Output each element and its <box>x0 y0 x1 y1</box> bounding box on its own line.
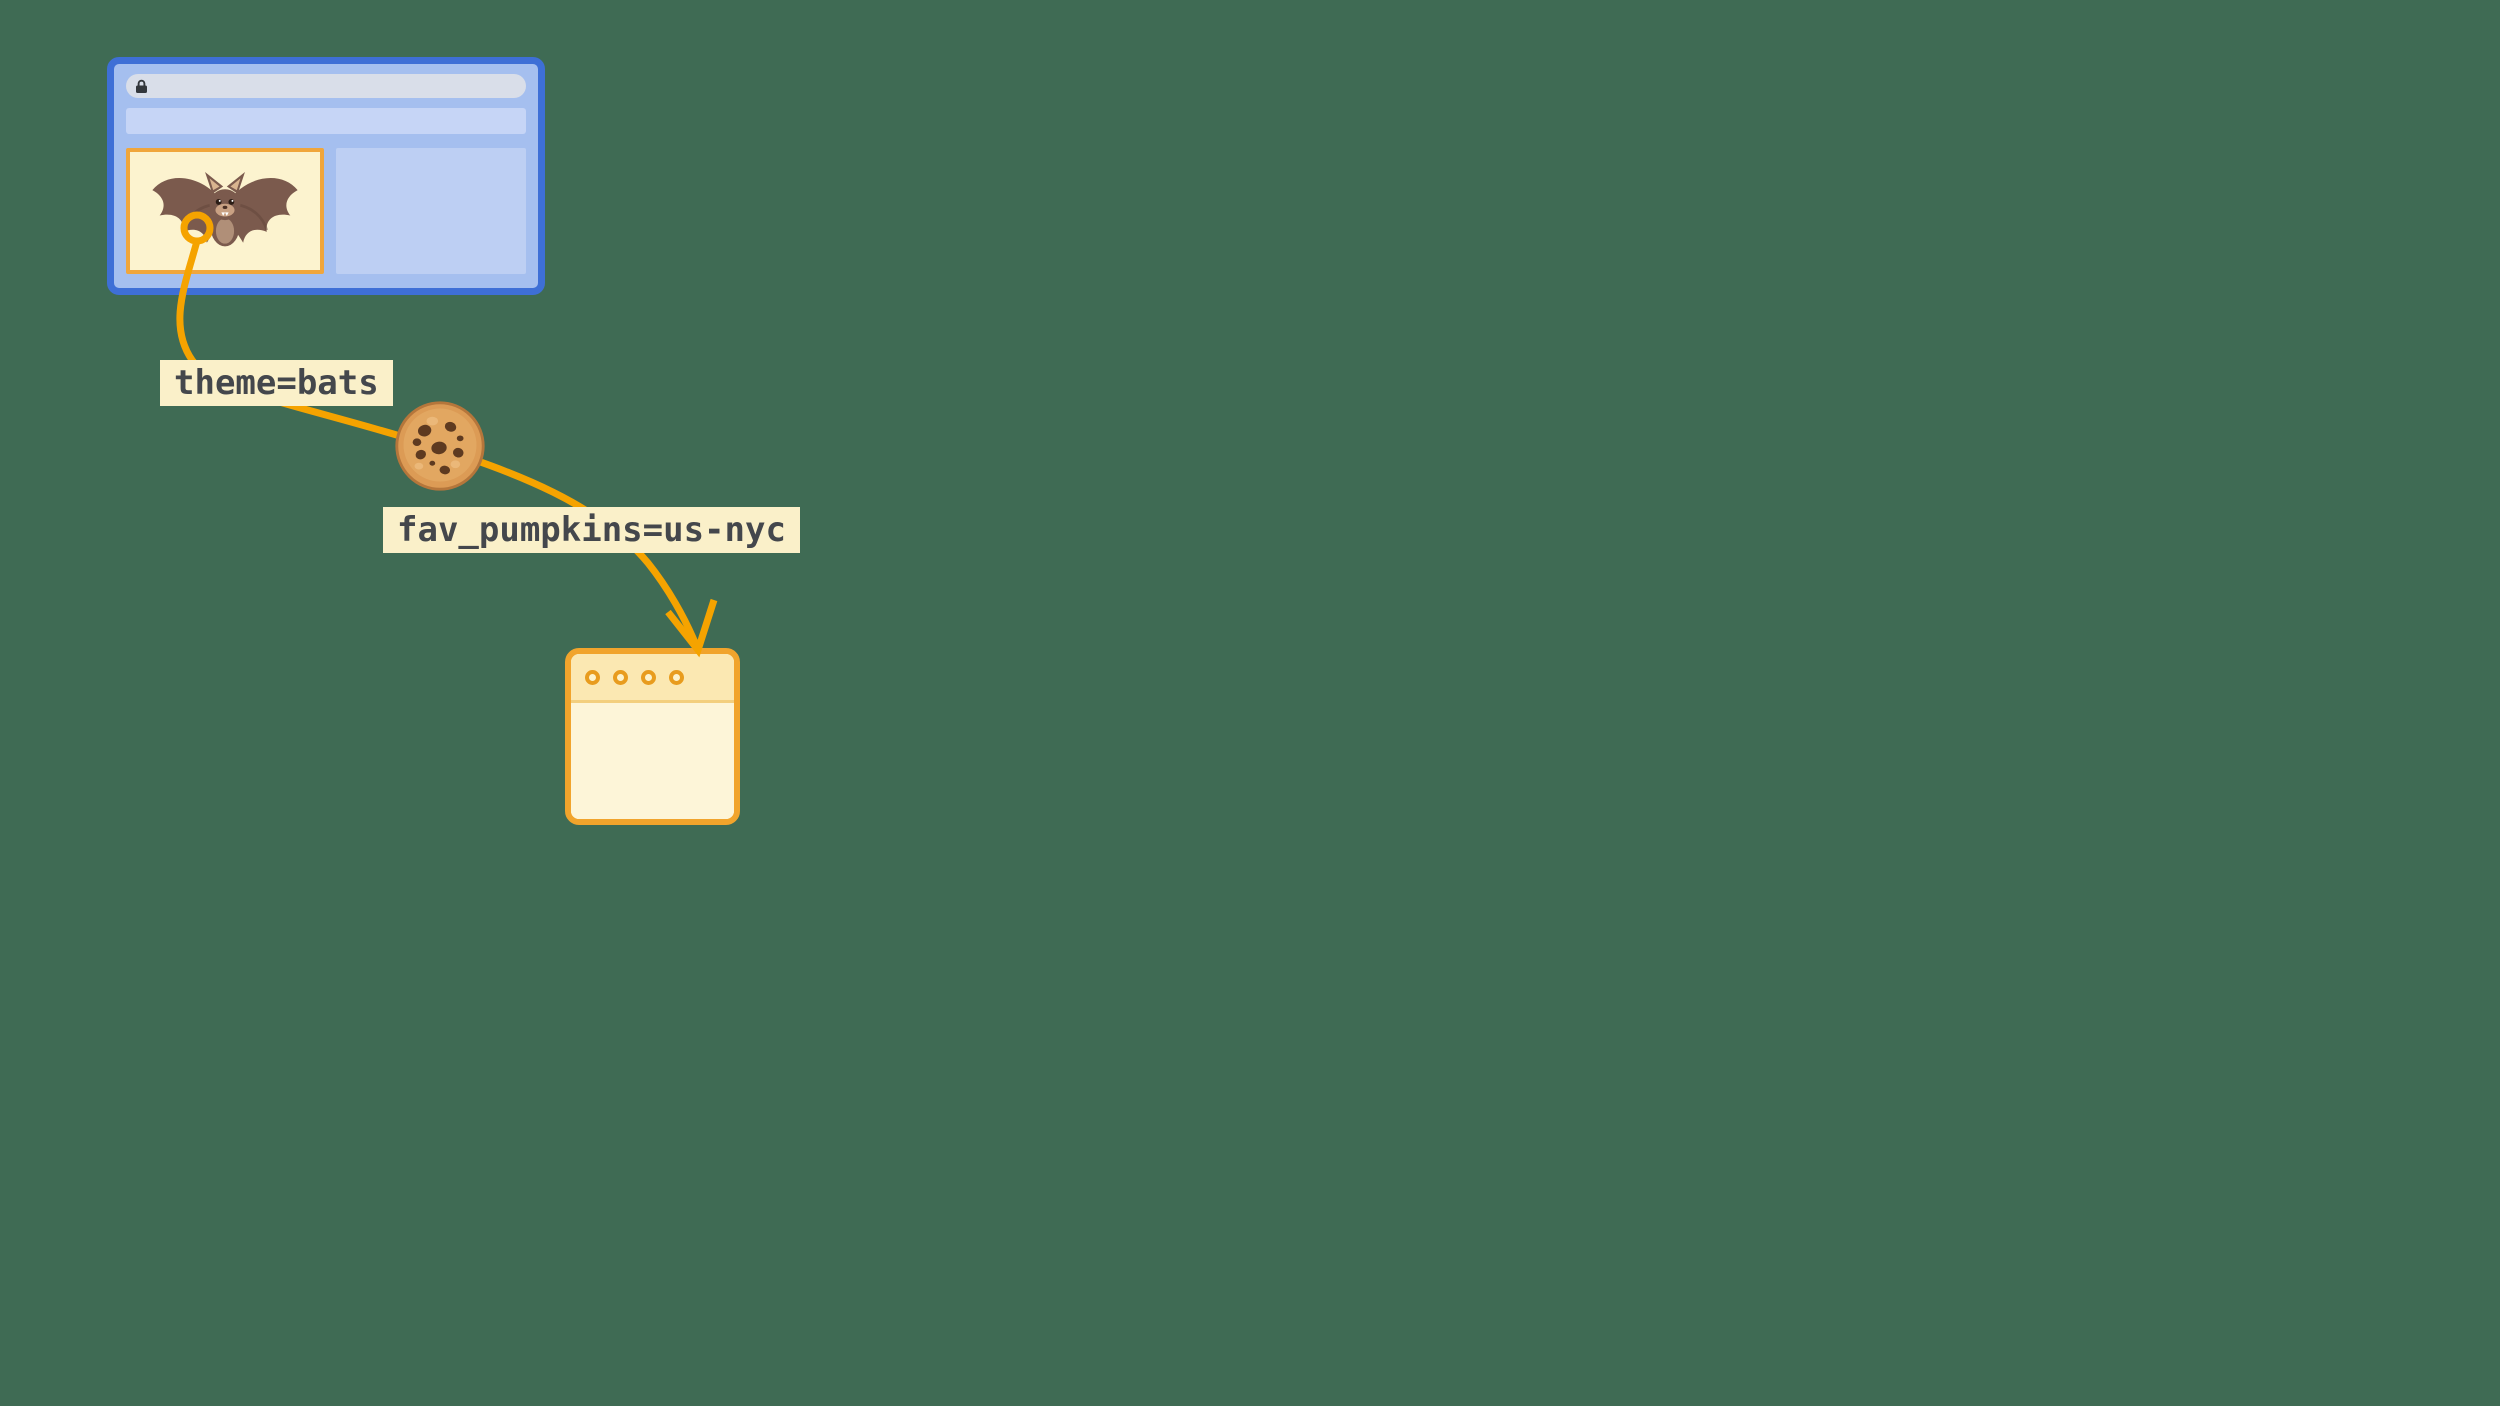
content-panel <box>336 148 526 274</box>
dot-icon <box>613 669 628 685</box>
cookie-storage-window <box>565 648 740 825</box>
bat-illustration <box>152 171 298 247</box>
arrowhead-icon <box>665 598 718 658</box>
bat-theme-panel <box>126 148 324 274</box>
address-bar <box>126 74 526 98</box>
lock-icon <box>136 79 147 93</box>
cookie-label-theme: theme=bats <box>160 360 393 406</box>
card-body <box>571 703 734 819</box>
dot-icon <box>641 669 656 685</box>
dot-icon <box>669 669 684 685</box>
cookie-icon-svg <box>395 401 485 491</box>
toolbar-strip <box>126 108 526 134</box>
cookie-icon <box>392 398 488 494</box>
card-header <box>571 654 734 703</box>
browser-window <box>107 57 545 295</box>
cookie-label-fav-pumpkins: fav_pumpkins=us-nyc <box>383 507 800 553</box>
dot-icon <box>585 669 600 685</box>
